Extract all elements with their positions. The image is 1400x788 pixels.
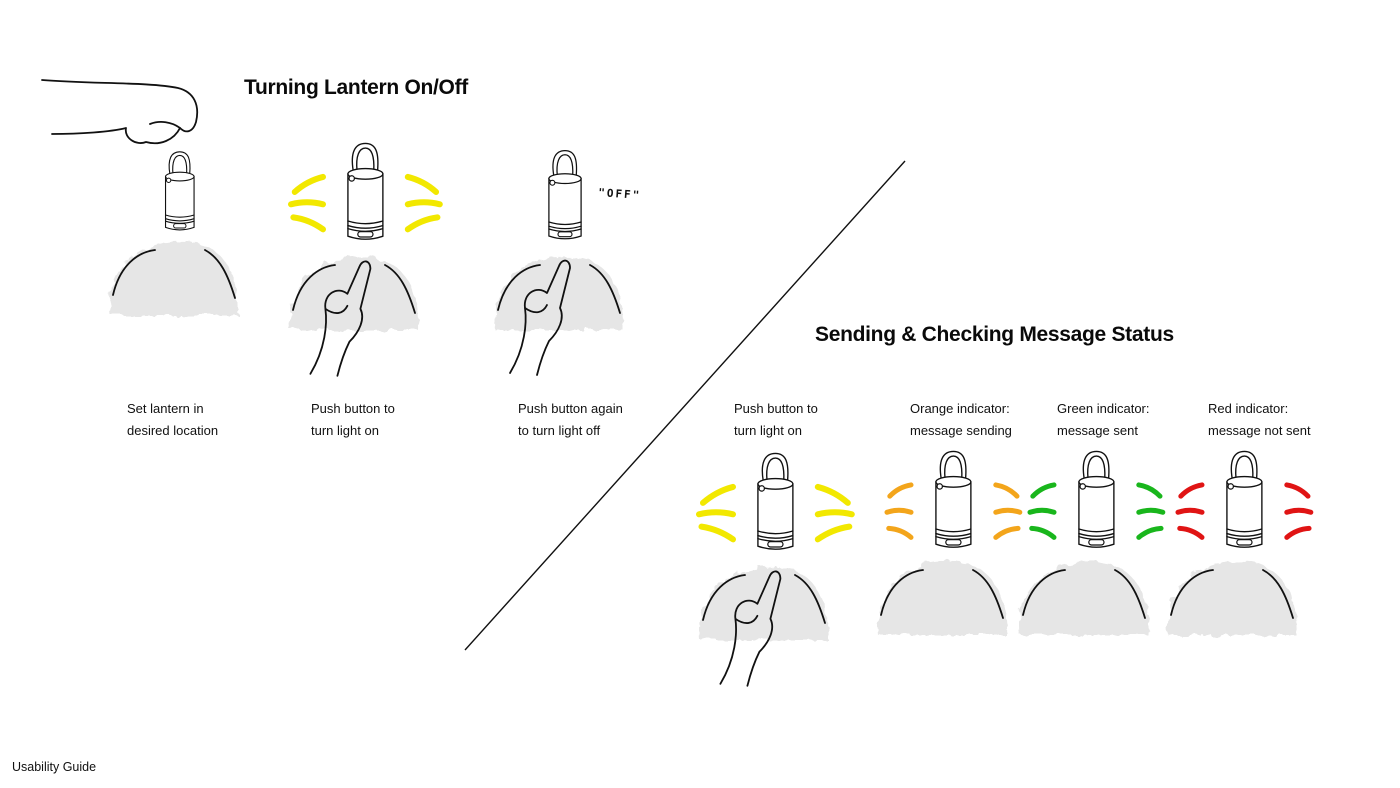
lantern-icon	[1227, 451, 1262, 547]
light-glow-icon	[293, 216, 323, 230]
light-glow-icon	[294, 175, 323, 192]
caption-line: Push button again	[518, 398, 623, 420]
light-glow-icon	[1178, 510, 1202, 512]
caption-line: message sent	[1057, 420, 1150, 442]
rock-mound	[878, 562, 1007, 635]
light-glow-icon	[1032, 527, 1055, 538]
step-push-on-illustration	[290, 143, 440, 375]
caption-line: Red indicator:	[1208, 398, 1311, 420]
footer-label: Usability Guide	[12, 760, 96, 774]
caption-line: Green indicator:	[1057, 398, 1150, 420]
light-glow-icon	[1030, 510, 1054, 512]
caption-line: message not sent	[1208, 420, 1311, 442]
section1-title: Turning Lantern On/Off	[244, 76, 468, 100]
caption-green-indicator: Green indicator: message sent	[1057, 398, 1150, 442]
light-glow-icon	[702, 485, 733, 503]
lantern-icon	[348, 143, 383, 239]
step-red-indicator-illustration	[1168, 451, 1311, 635]
light-glow-icon	[889, 527, 912, 538]
light-glow-icon	[818, 512, 852, 514]
lantern-icon	[1079, 451, 1114, 547]
lantern-icon	[549, 151, 581, 239]
light-glow-icon	[1180, 483, 1202, 496]
lantern-icon	[166, 152, 195, 230]
light-glow-icon	[407, 216, 437, 230]
step-set-lantern-illustration	[42, 80, 238, 315]
light-glow-icon	[408, 175, 437, 192]
caption-line: Orange indicator:	[910, 398, 1012, 420]
caption-line: to turn light off	[518, 420, 623, 442]
caption-push-on: Push button to turn light on	[311, 398, 395, 442]
light-glow-icon	[1139, 483, 1161, 496]
off-sound-text: "OFF"	[598, 186, 642, 202]
lantern-icon	[936, 451, 971, 547]
light-glow-icon	[887, 510, 911, 512]
caption-line: turn light on	[734, 420, 818, 442]
light-glow-icon	[996, 483, 1018, 496]
light-glow-icon	[818, 485, 849, 503]
caption-line: Push button to	[734, 398, 818, 420]
light-glow-icon	[1287, 483, 1309, 496]
light-glow-icon	[1138, 527, 1161, 538]
caption-line: desired location	[127, 420, 218, 442]
caption-line: message sending	[910, 420, 1012, 442]
light-glow-icon	[996, 510, 1020, 512]
rock-mound	[1168, 562, 1297, 635]
step-send-push-illustration	[699, 453, 852, 685]
step-orange-indicator-illustration	[878, 451, 1020, 635]
lantern-icon	[758, 453, 793, 549]
light-glow-icon	[699, 512, 733, 514]
light-glow-icon	[1032, 483, 1054, 496]
light-glow-icon	[995, 527, 1018, 538]
light-glow-icon	[291, 202, 323, 204]
caption-line: Set lantern in	[127, 398, 218, 420]
caption-orange-indicator: Orange indicator: message sending	[910, 398, 1012, 442]
light-glow-icon	[1139, 510, 1163, 512]
light-glow-icon	[1287, 510, 1311, 512]
light-glow-icon	[408, 202, 440, 204]
rock-mound	[1020, 562, 1149, 635]
caption-line: turn light on	[311, 420, 395, 442]
caption-push-off: Push button again to turn light off	[518, 398, 623, 442]
rock-mound	[110, 242, 239, 315]
light-glow-icon	[817, 525, 849, 540]
rock-mound	[700, 567, 829, 640]
light-glow-icon	[1180, 527, 1203, 538]
carrying-hand-icon	[42, 80, 197, 143]
rock-mound	[290, 257, 419, 330]
caption-red-indicator: Red indicator: message not sent	[1208, 398, 1311, 442]
step-green-indicator-illustration	[1020, 451, 1163, 635]
caption-line: Push button to	[311, 398, 395, 420]
caption-send-push: Push button to turn light on	[734, 398, 818, 442]
section2-title: Sending & Checking Message Status	[815, 323, 1174, 347]
step-push-off-illustration	[495, 151, 624, 375]
light-glow-icon	[1286, 527, 1309, 538]
light-glow-icon	[701, 525, 733, 540]
caption-set-lantern: Set lantern in desired location	[127, 398, 218, 442]
light-glow-icon	[889, 483, 911, 496]
